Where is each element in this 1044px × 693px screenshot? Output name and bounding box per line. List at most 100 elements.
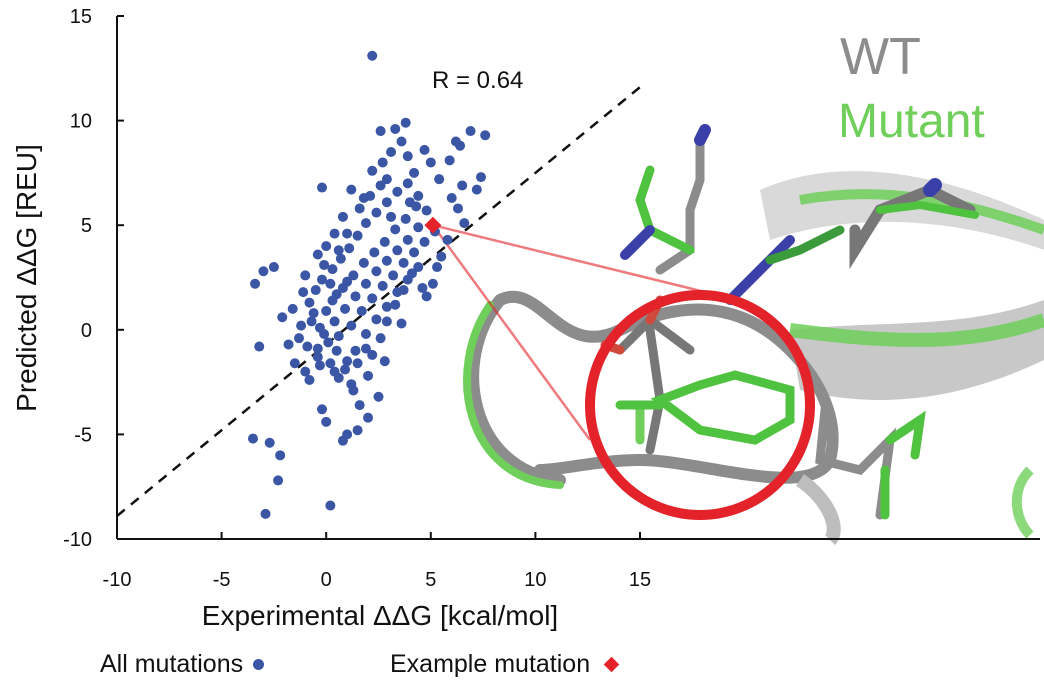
mutation-point <box>396 318 407 329</box>
mutation-point <box>342 228 353 239</box>
mutation-point <box>404 197 415 208</box>
legend-example-label: Example mutation <box>390 650 591 678</box>
mutation-point <box>317 404 328 415</box>
mutation-point <box>348 270 359 281</box>
mutation-point <box>250 278 261 289</box>
x-tick-label: 15 <box>629 569 651 591</box>
mutation-point <box>277 312 288 323</box>
mutation-point <box>377 157 388 168</box>
mutation-point <box>356 305 367 316</box>
mutation-point <box>344 243 355 254</box>
mutation-point <box>396 136 407 147</box>
mutation-point <box>419 144 430 155</box>
mutation-point <box>354 400 365 411</box>
mutation-point <box>432 262 443 273</box>
x-tick-label: -5 <box>213 569 231 591</box>
mutation-point <box>289 358 300 369</box>
mutation-point <box>390 123 401 134</box>
mutation-point <box>421 205 432 216</box>
mutation-point <box>354 203 365 214</box>
mutation-point <box>321 241 332 252</box>
mutation-point <box>310 285 321 296</box>
mutation-point <box>371 266 382 277</box>
mutation-point <box>325 278 336 289</box>
mutation-point <box>459 218 470 229</box>
mutation-point <box>413 262 424 273</box>
mutation-point <box>446 193 457 204</box>
mutation-point <box>386 146 397 157</box>
mutation-point <box>312 343 323 354</box>
mutation-point <box>360 328 371 339</box>
axes <box>116 16 1040 540</box>
mutation-point <box>340 303 351 314</box>
mutation-point <box>329 316 340 327</box>
mutation-point <box>333 245 344 256</box>
mutation-point <box>260 508 271 519</box>
mutation-point <box>465 126 476 137</box>
mutation-point <box>392 245 403 256</box>
legend-example: Example mutation <box>390 650 620 679</box>
mutation-point <box>319 259 330 270</box>
mutation-point <box>450 136 461 147</box>
mutation-point <box>319 328 330 339</box>
mutation-point <box>312 249 323 260</box>
protein-structure-inset: WT Mutant <box>463 28 1044 545</box>
mutation-point <box>427 278 438 289</box>
mutation-point <box>381 301 392 312</box>
mutation-point <box>331 345 342 356</box>
legend-all-label: All mutations <box>100 650 244 678</box>
y-axis-title: Predicted ΔΔG [REU] <box>11 144 42 412</box>
mutation-point <box>304 375 315 386</box>
mutation-point <box>298 287 309 298</box>
mutation-point <box>476 172 487 183</box>
mutation-point <box>331 289 342 300</box>
mutation-point <box>352 230 363 241</box>
mutation-point <box>321 305 332 316</box>
mutation-point <box>363 412 374 423</box>
mutation-point <box>373 391 384 402</box>
mutation-point <box>283 339 294 350</box>
mutation-point <box>273 475 284 486</box>
mutation-point <box>294 333 305 344</box>
mutation-point <box>300 270 311 281</box>
mutation-point <box>452 203 463 214</box>
mutation-point <box>444 155 455 166</box>
mutation-point <box>360 343 371 354</box>
diamond-marker-icon <box>603 656 620 673</box>
mutation-point <box>247 433 258 444</box>
circle-marker-icon <box>253 659 265 670</box>
mutation-point <box>379 236 390 247</box>
mutation-point <box>400 117 411 128</box>
mutation-point <box>254 341 265 352</box>
mutation-point <box>442 234 453 245</box>
mutation-point <box>369 247 380 258</box>
x-axis-title: Experimental ΔΔG [kcal/mol] <box>202 600 558 631</box>
x-tick-label: 0 <box>321 569 332 591</box>
wt-label: WT <box>840 28 921 86</box>
mutation-point <box>402 234 413 245</box>
mutation-point <box>413 222 424 233</box>
mutation-point <box>333 331 344 342</box>
mutation-point <box>375 180 386 191</box>
mutation-point <box>329 228 340 239</box>
mutation-point <box>363 370 374 381</box>
zoom-callout-lines <box>431 223 706 441</box>
mutation-point <box>275 450 286 461</box>
mutation-point <box>371 314 382 325</box>
mutation-point <box>409 247 420 258</box>
y-tick-label: 15 <box>70 6 92 28</box>
mutation-point <box>352 425 363 436</box>
mutation-point <box>367 165 378 176</box>
mutation-point <box>321 416 332 427</box>
y-tick-label: 0 <box>81 320 92 342</box>
mutation-point <box>327 264 338 275</box>
mutation-point <box>400 213 411 224</box>
mutation-point <box>409 167 420 178</box>
mutation-point <box>350 291 361 302</box>
mutation-point <box>419 236 430 247</box>
mutation-point <box>268 262 279 273</box>
x-tick-label: -10 <box>103 569 132 591</box>
